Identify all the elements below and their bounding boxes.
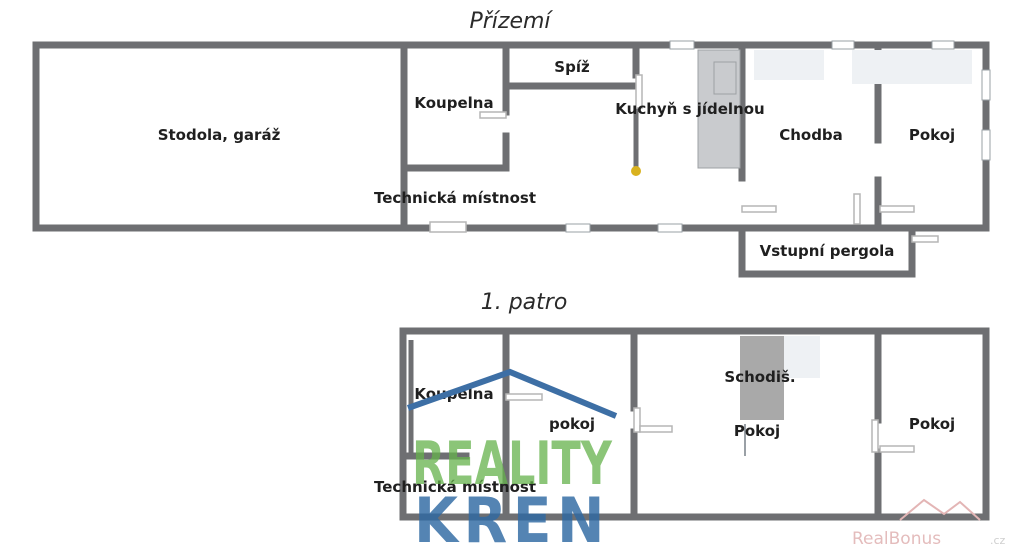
- door-bath: [479, 111, 507, 119]
- room-label-pantry: Spíž: [554, 58, 590, 76]
- door-pantry: [635, 74, 643, 109]
- window: [981, 69, 991, 101]
- reality-kren-logo: REALITY KREN: [407, 368, 618, 552]
- watermark-brand: RealBonus: [852, 529, 941, 549]
- logo-kren-text: KREN: [414, 484, 610, 552]
- room-furniture: [852, 50, 972, 84]
- window: [831, 40, 855, 50]
- window: [657, 223, 683, 233]
- window: [669, 40, 695, 50]
- door-first-c2: [879, 445, 915, 453]
- room-label-first-small-room: pokoj: [549, 415, 595, 433]
- room-label-kitchen: Kuchyň s jídelnou: [615, 100, 764, 118]
- watermark-roof-icon: [899, 498, 981, 521]
- staircase: [740, 336, 784, 420]
- room-label-room: Pokoj: [909, 126, 955, 144]
- ground-floor-title: Přízemí: [469, 9, 553, 34]
- realbonus-watermark: RealBonus .cz: [852, 498, 1006, 549]
- watermark-suffix: .cz: [990, 534, 1006, 547]
- hall-wardrobe: [754, 50, 824, 80]
- door-first-a: [505, 393, 543, 401]
- door-room: [879, 205, 915, 213]
- light-icon: [631, 166, 641, 176]
- room-label-first-room: Pokoj: [734, 422, 780, 440]
- logo-roof-icon: [407, 368, 618, 419]
- first-outer-wall: [399, 327, 990, 521]
- room-label-technical: Technická místnost: [374, 189, 536, 207]
- pergola-wall: [738, 224, 916, 278]
- logo-reality-text: REALITY: [412, 429, 613, 499]
- room-label-stairs: Schodiš.: [724, 368, 795, 386]
- room-label-hall: Chodba: [779, 126, 843, 144]
- ground-floor: Přízemí Stodola, garáž Koupelna Spíž Kuc…: [32, 9, 991, 278]
- kitchen-sink: [713, 61, 737, 95]
- window: [931, 40, 955, 50]
- room-label-barn: Stodola, garáž: [158, 126, 281, 144]
- room-label-bath: Koupelna: [414, 94, 493, 112]
- stair-landing: [784, 336, 820, 378]
- window: [565, 223, 591, 233]
- window: [981, 129, 991, 161]
- room-label-first-right-room: Pokoj: [909, 415, 955, 433]
- first-floor-title: 1. patro: [481, 290, 568, 315]
- room-label-pergola: Vstupní pergola: [760, 242, 895, 260]
- door-first-b2: [639, 425, 673, 433]
- door-hall: [741, 205, 777, 213]
- room-label-first-technical: Technická místnost: [374, 478, 536, 496]
- door-pergola: [853, 193, 861, 225]
- door-outside: [911, 235, 939, 243]
- first-floor: 1. patro Koupelna pokoj Schodiš. Pokoj P…: [374, 290, 990, 521]
- door-first-c: [871, 419, 879, 453]
- entrance-door: [429, 221, 467, 233]
- door-first-b: [633, 407, 641, 433]
